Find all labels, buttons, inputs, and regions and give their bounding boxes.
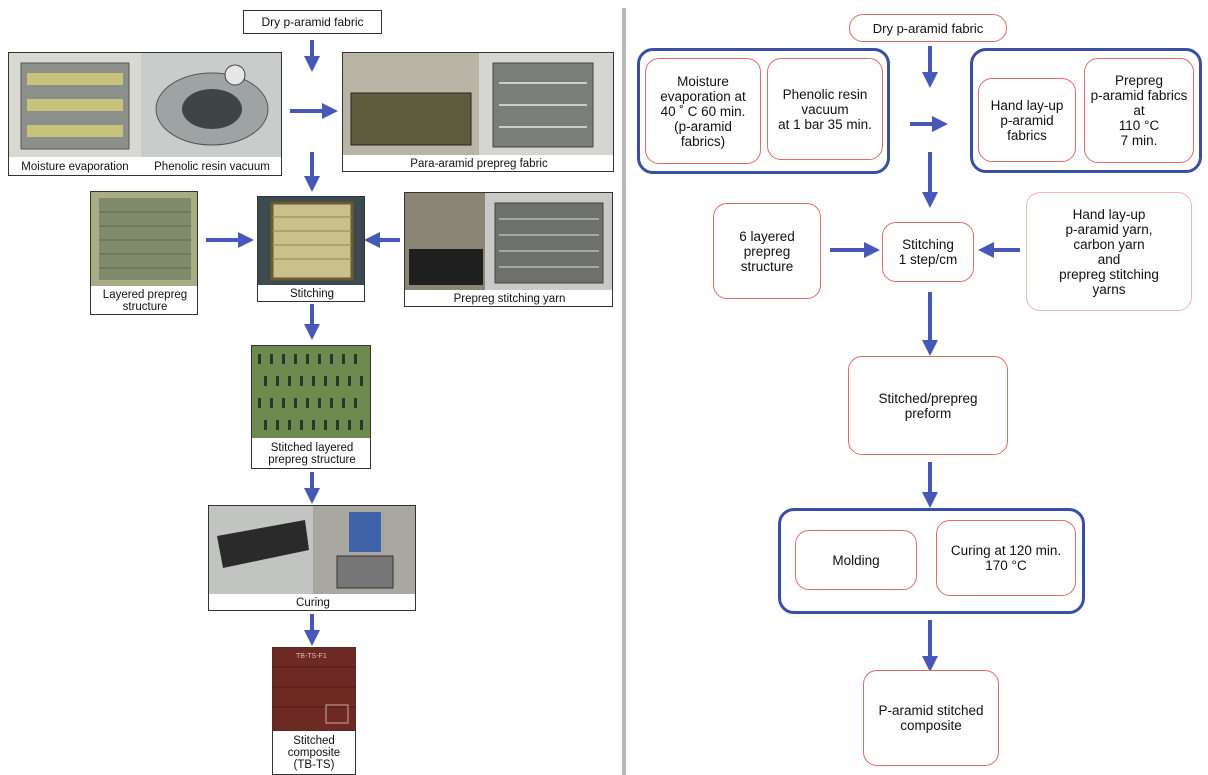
group-resin-impregnation bbox=[637, 48, 890, 174]
composite-photo-illustration bbox=[272, 647, 356, 731]
group-prepreg bbox=[970, 48, 1202, 173]
left-start-label: Dry p-aramid fabric bbox=[261, 15, 364, 29]
caption-prepreg-fabric: Para-aramid prepreg fabric bbox=[343, 155, 613, 171]
caption-stitching-yarn: Prepreg stitching yarn bbox=[405, 290, 612, 306]
box-curing: Curing at 120 min.170 °C bbox=[936, 520, 1076, 596]
composite-sample-label: TB-TS-F1 bbox=[296, 653, 327, 660]
caption-composite: Stitched composite (TB-TS) bbox=[272, 731, 356, 775]
stitching-photo-illustration bbox=[258, 197, 364, 285]
caption-stitching: Stitching bbox=[258, 285, 364, 301]
caption-stitched-layered: Stitched layered prepreg structure bbox=[252, 438, 370, 468]
box-molding: Molding bbox=[795, 530, 917, 590]
caption-vacuum: Phenolic resin vacuum bbox=[141, 157, 281, 175]
photo-stitching-yarn: Prepreg stitching yarn bbox=[404, 192, 613, 307]
oven-photo-illustration bbox=[9, 53, 281, 157]
stitched-layered-illustration bbox=[252, 346, 370, 438]
left-start-box: Dry p-aramid fabric bbox=[243, 10, 382, 34]
panel-divider bbox=[622, 8, 626, 775]
photo-prepreg-fabric: Para-aramid prepreg fabric bbox=[342, 52, 614, 172]
caption-curing: Curing bbox=[209, 594, 415, 610]
photo-moisture-vacuum: Moisture evaporation Phenolic resin vacu… bbox=[8, 52, 282, 176]
yarn-photo-illustration bbox=[405, 193, 612, 290]
layered-photo-illustration bbox=[91, 192, 197, 286]
caption-moisture: Moisture evaporation bbox=[9, 157, 141, 175]
right-start-box: Dry p-aramid fabric bbox=[849, 14, 1007, 42]
photo-stitching: Stitching bbox=[257, 196, 365, 302]
prepreg-photo-illustration bbox=[343, 53, 613, 155]
photo-stitched-layered: Stitched layered prepreg structure bbox=[251, 345, 371, 469]
photo-stitched-composite: TB-TS-F1 Stitched composite (TB-TS) bbox=[272, 647, 356, 775]
photo-curing: Curing bbox=[208, 505, 416, 611]
curing-photo-illustration bbox=[209, 506, 415, 594]
group-molding-curing bbox=[778, 508, 1085, 614]
